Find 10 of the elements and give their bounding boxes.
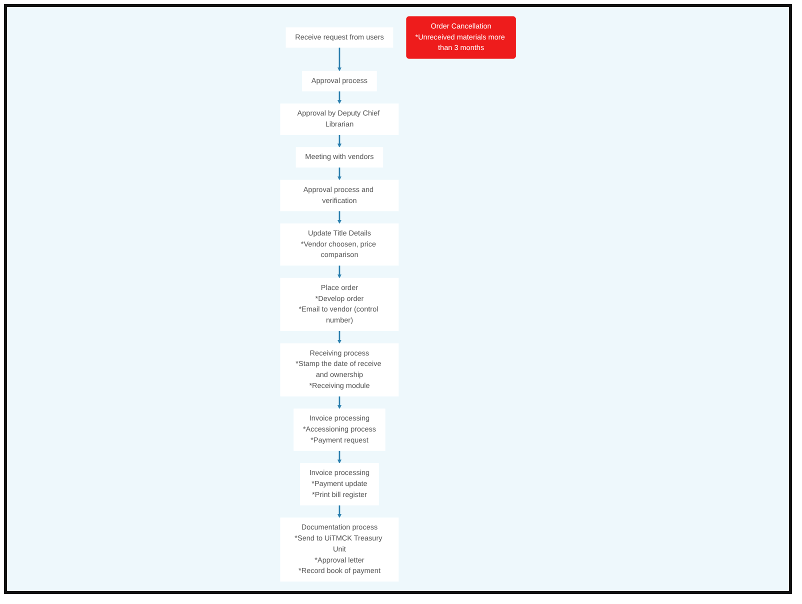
- arrow: [337, 450, 342, 464]
- arrow: [337, 210, 342, 224]
- arrow: [337, 167, 342, 180]
- arrow: [337, 505, 342, 518]
- arrow: [337, 48, 342, 72]
- arrow: [337, 91, 342, 104]
- arrow: [337, 265, 342, 278]
- arrow: [337, 330, 342, 344]
- arrow: [337, 396, 342, 410]
- arrow: [337, 134, 342, 148]
